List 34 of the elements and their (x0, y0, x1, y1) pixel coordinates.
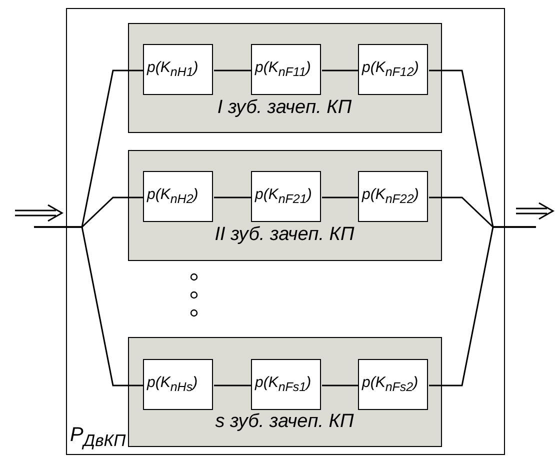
system-frame (66, 8, 505, 455)
probability-label: p(K$_{nH2}$) (147, 185, 198, 208)
probability-label: p(K$_{nF21}$) (255, 185, 312, 208)
panel-label: s зуб. зачеп. КП (214, 410, 355, 432)
connector-line (429, 226, 536, 386)
probability-label: p(K$_{nHs}$) (147, 373, 198, 396)
panel-label: I зуб. зачеп. КП (216, 96, 353, 118)
gear-mesh-panel (128, 150, 442, 260)
connector-line (214, 70, 252, 72)
connector-line (322, 70, 359, 72)
probability-label: p(K$_{nFs2}$) (362, 373, 418, 396)
probability-box (143, 359, 213, 410)
probability-box (358, 44, 428, 95)
probability-label: p(K$_{nF12}$) (362, 58, 419, 81)
probability-box (143, 44, 213, 95)
probability-label: p(K$_{nFs1}$) (255, 373, 312, 396)
connector-line (214, 196, 252, 198)
probability-label: p(K$_{nF11}$) (255, 58, 311, 81)
connector-line (322, 384, 359, 386)
connector-line (214, 384, 252, 386)
probability-box (251, 171, 321, 222)
panel-label: II зуб. зачеп. КП (214, 224, 356, 246)
connector-line (34, 226, 144, 386)
probability-box (251, 44, 321, 95)
probability-box (251, 359, 321, 410)
probability-box (358, 359, 428, 410)
probability-label: p(K$_{nH1}$) (147, 58, 198, 81)
connector-line (322, 196, 359, 198)
gear-mesh-panel (128, 336, 442, 446)
probability-label: p(K$_{nF22}$) (362, 185, 419, 208)
system-label: P$_{ДвКП}$ (70, 423, 126, 452)
probability-box (358, 171, 428, 222)
gear-mesh-panel (128, 22, 442, 132)
probability-box (143, 171, 213, 222)
